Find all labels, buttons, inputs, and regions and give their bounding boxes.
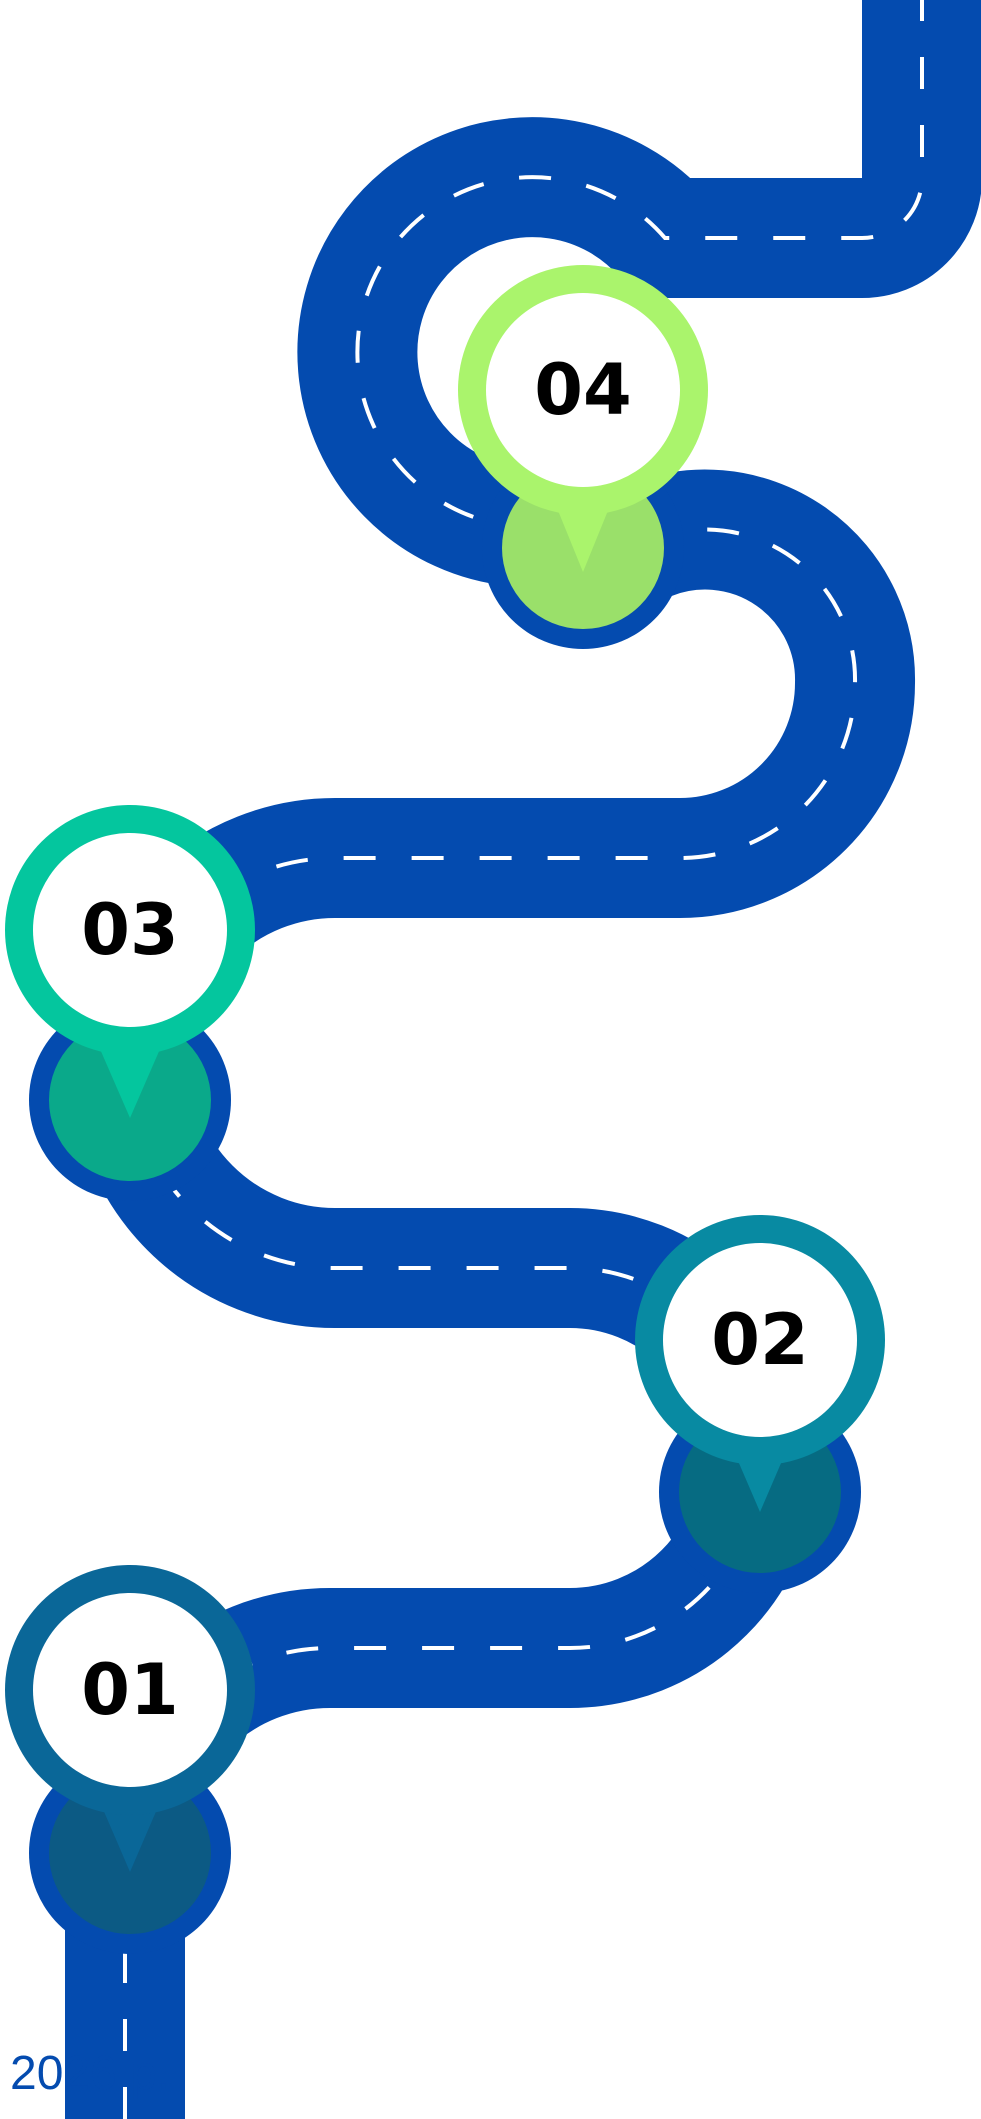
milestone-03-pin-pointer [93, 1033, 167, 1118]
milestone-03-label: 03 [81, 889, 178, 971]
year-label: 2026 р. [10, 2047, 171, 2100]
milestone-01: 01 [5, 1565, 255, 1954]
milestone-02-label: 02 [711, 1299, 808, 1381]
milestone-04: 04 [458, 265, 708, 649]
milestone-04-pin-face [486, 293, 680, 487]
milestone-01-pin-face [33, 1593, 227, 1787]
milestone-03-pin-face [33, 833, 227, 1027]
milestone-02-pin-face [663, 1243, 857, 1437]
milestone-01-label: 01 [81, 1649, 178, 1731]
milestone-04-label: 04 [534, 349, 631, 431]
milestone-02: 02 [635, 1215, 885, 1593]
milestone-03: 03 [5, 805, 255, 1201]
